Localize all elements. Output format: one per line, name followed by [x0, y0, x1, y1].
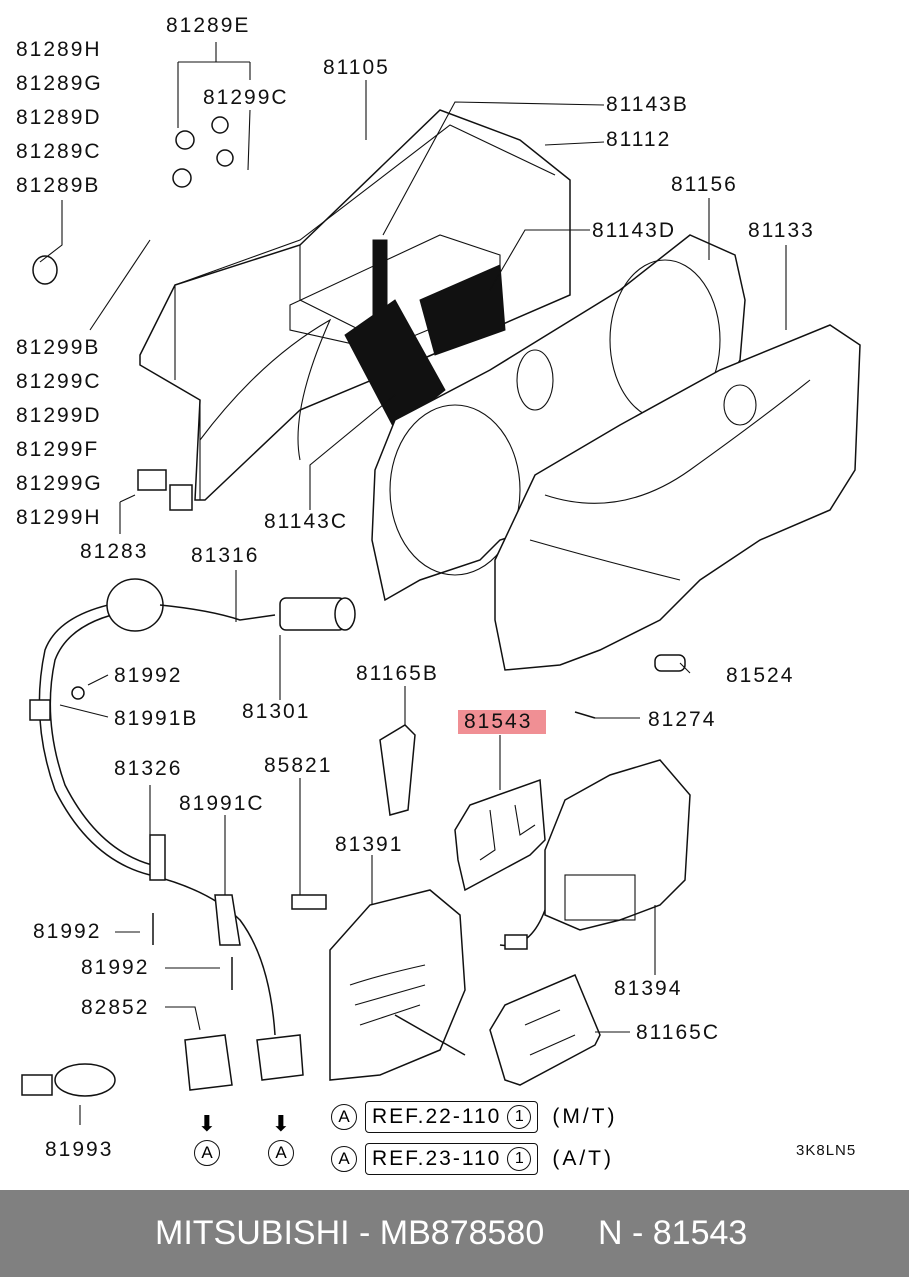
footer-callout-number: N - 81543	[598, 1214, 748, 1252]
part-label-81992-b: 81992	[33, 920, 102, 943]
marker-circle: A	[194, 1140, 220, 1166]
parts-exploded-diagram	[21, 42, 861, 1125]
part-label-81993: 81993	[45, 1138, 114, 1161]
part-label-81289G: 81289G	[16, 72, 103, 95]
part-label-81289E: 81289E	[166, 14, 251, 37]
down-arrow-icon: ⬇	[271, 1111, 291, 1136]
reference-box[interactable]: REF.23-110 1	[365, 1143, 539, 1175]
part-label-81992-c: 81992	[81, 956, 150, 979]
part-label-81391: 81391	[335, 833, 404, 856]
footer-banner: MITSUBISHI - MB878580 N - 81543	[0, 1190, 909, 1277]
reference-text: REF.22-110	[372, 1105, 502, 1128]
marker-circle: A	[268, 1140, 294, 1166]
connector-marker-a-left: ⬇ A	[192, 1112, 222, 1166]
part-label-81165C: 81165C	[636, 1021, 721, 1044]
part-label-81156: 81156	[671, 173, 738, 196]
part-label-81143B: 81143B	[606, 93, 689, 116]
footer-brand-part: MITSUBISHI - MB878580	[155, 1214, 545, 1252]
part-label-81143D: 81143D	[592, 219, 677, 242]
part-label-81299C-top: 81299C	[203, 86, 289, 109]
part-label-81301: 81301	[242, 700, 311, 723]
reference-note: (M/T)	[552, 1105, 618, 1128]
part-label-81299D: 81299D	[16, 404, 102, 427]
connector-marker-a-right: ⬇ A	[266, 1112, 296, 1166]
part-label-81105: 81105	[323, 56, 390, 79]
circuit-board-drawing	[344, 239, 506, 431]
speedometer-dial-drawing	[329, 889, 466, 1081]
down-arrow-icon: ⬇	[197, 1111, 217, 1136]
tachometer-dial-drawing	[499, 759, 691, 950]
reference-index: 1	[507, 1105, 532, 1129]
reference-row-mt: A REF.22-110 1 (M/T)	[331, 1100, 618, 1134]
part-label-81316: 81316	[191, 544, 260, 567]
reference-box[interactable]: REF.22-110 1	[365, 1101, 539, 1133]
part-label-81524: 81524	[726, 664, 795, 687]
part-label-81326: 81326	[114, 757, 183, 780]
reference-row-at: A REF.23-110 1 (A/T)	[331, 1142, 614, 1176]
reference-note: (A/T)	[552, 1147, 614, 1170]
part-label-81289H: 81289H	[16, 38, 102, 61]
reference-marker: A	[331, 1104, 357, 1130]
part-label-81299F: 81299F	[16, 438, 100, 461]
cluster-case-drawing	[139, 109, 571, 501]
part-label-81299H: 81299H	[16, 506, 102, 529]
part-label-81394: 81394	[614, 977, 683, 1000]
part-label-81299B: 81299B	[16, 336, 101, 359]
part-label-81112: 81112	[606, 128, 672, 151]
part-label-81274: 81274	[648, 708, 717, 731]
part-label-81283: 81283	[80, 540, 149, 563]
lens-cover-drawing	[494, 324, 861, 671]
part-label-81992-a: 81992	[114, 664, 183, 687]
speedometer-cable-drawing	[38, 578, 356, 1036]
part-label-81991C: 81991C	[179, 792, 265, 815]
small-hardware-drawing	[21, 116, 686, 1097]
reference-index: 1	[507, 1147, 532, 1171]
part-label-81289B: 81289B	[16, 174, 101, 197]
part-label-85821: 85821	[264, 754, 333, 777]
reference-marker: A	[331, 1146, 357, 1172]
part-label-81133: 81133	[748, 219, 815, 242]
part-label-81289C: 81289C	[16, 140, 102, 163]
diagram-code: 3K8LN5	[796, 1142, 857, 1159]
part-label-82852: 82852	[81, 996, 150, 1019]
part-label-81289D: 81289D	[16, 106, 102, 129]
callout-leader-lines	[39, 42, 787, 1125]
part-label-81543-highlighted: 81543	[458, 710, 547, 734]
part-label-81299G: 81299G	[16, 472, 103, 495]
part-label-81165B: 81165B	[356, 662, 439, 685]
printed-circuit-plate-drawing	[454, 778, 546, 892]
part-label-81143C: 81143C	[264, 510, 349, 533]
part-label-81299C: 81299C	[16, 370, 102, 393]
sub-circuit-board-drawing	[489, 974, 601, 1086]
reference-text: REF.23-110	[372, 1147, 502, 1170]
part-label-81991B: 81991B	[114, 707, 199, 730]
